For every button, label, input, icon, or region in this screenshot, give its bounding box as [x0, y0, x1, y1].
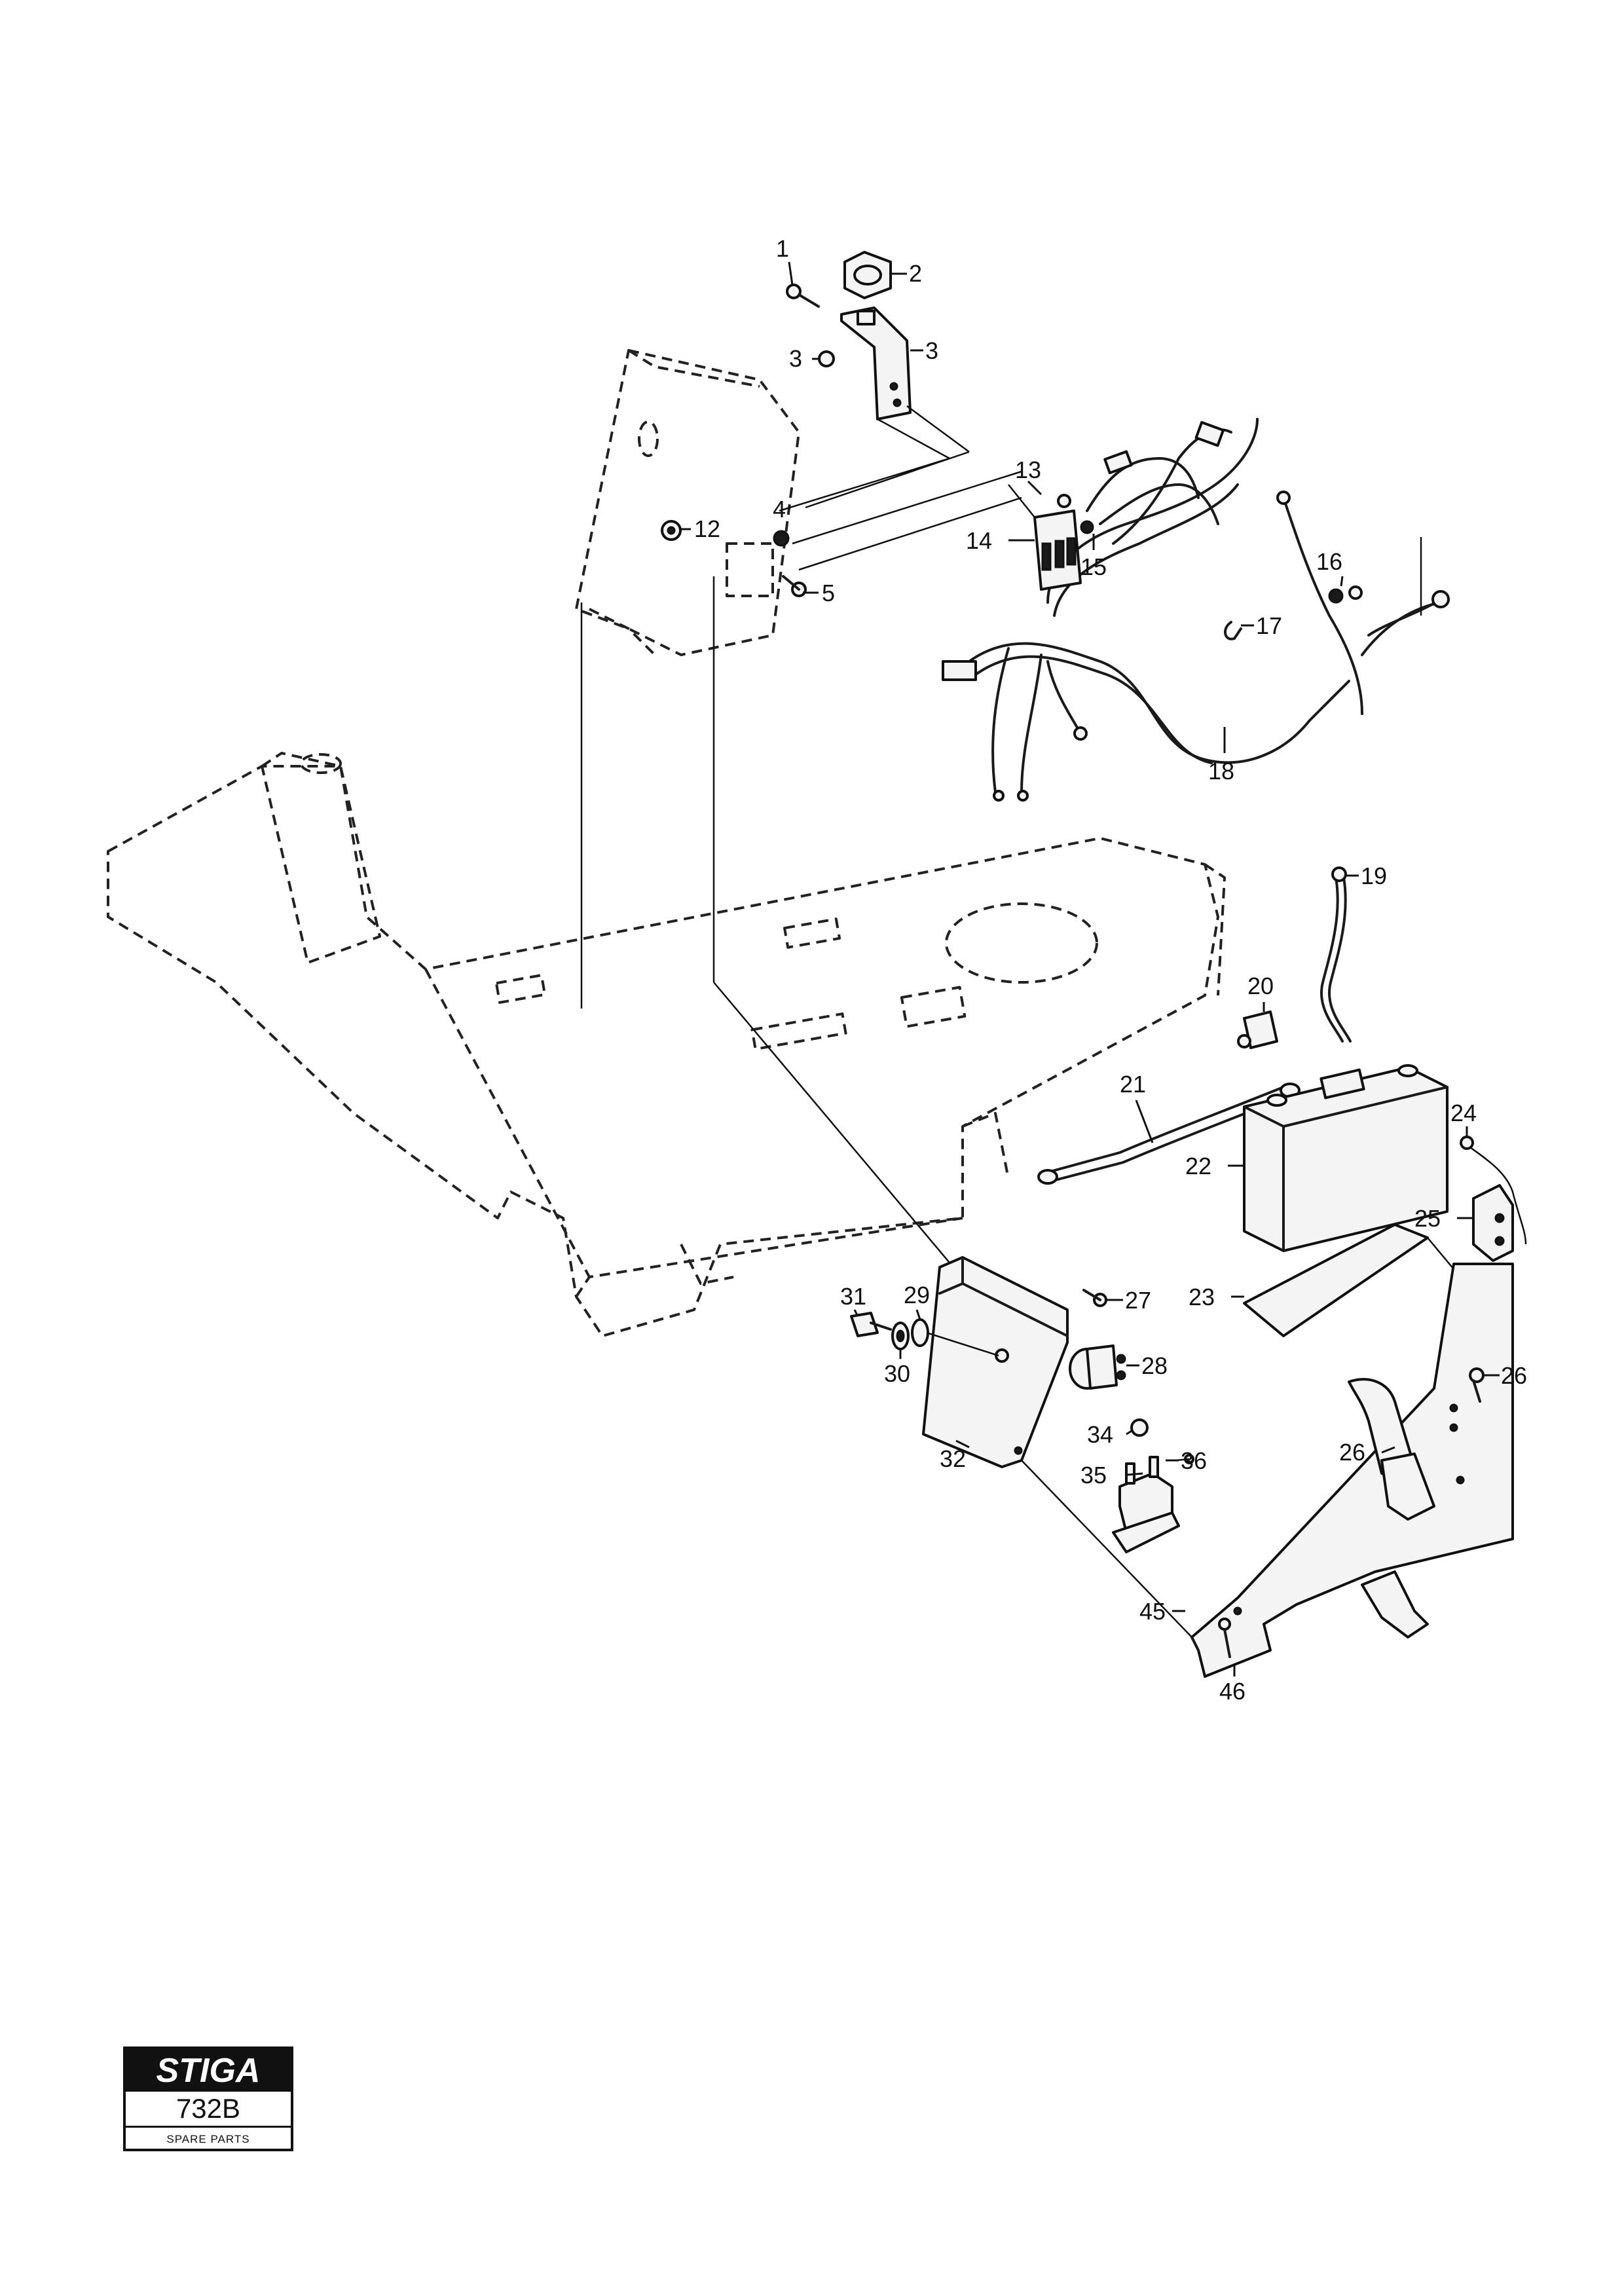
- callout-32: 26: [1339, 1439, 1365, 1466]
- callout-35: 15: [1080, 553, 1107, 580]
- part-relay-23: [1033, 509, 1082, 591]
- callout-21: 45: [1139, 1598, 1166, 1625]
- callout-16: 32: [940, 1445, 966, 1472]
- callout-5: 1: [776, 235, 789, 262]
- callout-12: 17: [1256, 612, 1282, 639]
- callout-28: 12: [694, 515, 720, 542]
- callout-30: 22: [1185, 1153, 1211, 1179]
- part-nut-34: [1057, 494, 1071, 508]
- callout-23: 14: [966, 527, 992, 554]
- part-nut-18: [911, 1318, 929, 1347]
- part-nut-3: [818, 350, 835, 367]
- callout-46: 24: [1450, 1100, 1477, 1126]
- callout-19: 30: [884, 1360, 910, 1387]
- callout-1: 3: [925, 337, 938, 364]
- callout-26: 36: [1181, 1447, 1207, 1474]
- part-screw-29: [1082, 1289, 1107, 1307]
- chassis-frame: [107, 349, 1226, 1337]
- part-washer-19: [891, 1322, 910, 1350]
- callout-15: 20: [1247, 972, 1274, 999]
- callout-3: 3: [789, 345, 802, 372]
- part-nut-36: [1328, 585, 1363, 604]
- part-wiring-harness: [942, 418, 1450, 802]
- model-plate: STIGA 732B SPARE PARTS: [123, 2046, 293, 2151]
- part-cable-13: [1320, 866, 1352, 1043]
- callout-45: 25: [1414, 1205, 1441, 1232]
- callout-22: 18: [1208, 758, 1234, 785]
- part-clip-12: [1224, 621, 1242, 640]
- part-nut-3b: [773, 530, 790, 547]
- callout-13: 19: [1361, 862, 1387, 889]
- part-nut-35: [1080, 520, 1094, 534]
- callout-36: 16: [1316, 548, 1342, 575]
- part-switch: [843, 251, 892, 299]
- callout-24: 35: [1080, 1462, 1107, 1489]
- callout-26b: 46: [1219, 1678, 1246, 1705]
- part-clamp-45: [1472, 1184, 1514, 1262]
- part-panel-21: [1190, 1263, 1514, 1678]
- callout-29: 27: [1125, 1287, 1151, 1314]
- logo-wordmark: STIGA: [157, 2052, 261, 2090]
- part-fuse-15: [1237, 1010, 1278, 1049]
- part-bolt-2: [782, 575, 807, 597]
- part-grommet-28: [661, 520, 682, 541]
- part-bracket: [840, 306, 970, 460]
- callout-34: 13: [1015, 456, 1041, 483]
- part-screw-27: [1469, 1367, 1485, 1403]
- part-battery-30: [1243, 1064, 1449, 1252]
- part-key-switch-17: [1069, 1344, 1126, 1390]
- callout-4: 2: [909, 260, 922, 287]
- part-screw-5: [786, 284, 820, 308]
- callout-2: 5: [822, 580, 835, 606]
- callout-labels: 1 2 3 3 4 5 12 13 14 15 16 17 18 19 20 2…: [694, 235, 1527, 1705]
- part-solenoid-24: [1112, 1418, 1180, 1553]
- part-box-16: [922, 1256, 1192, 1638]
- part-key-20: [850, 1312, 892, 1337]
- stiga-logo: STIGA: [126, 2049, 291, 2090]
- callout-leaders: [681, 261, 1500, 1676]
- callout-18: 29: [904, 1282, 930, 1308]
- callout-27: 26: [1501, 1362, 1527, 1389]
- spare-parts-caption: SPARE PARTS: [166, 2133, 250, 2145]
- callout-17: 28: [1141, 1352, 1168, 1379]
- callout-25: 34: [1087, 1421, 1113, 1448]
- callout-3b: 4: [773, 496, 786, 523]
- part-screw-46: [1460, 1136, 1527, 1245]
- model-number: 732B: [126, 2090, 291, 2128]
- callout-20: 31: [840, 1283, 866, 1310]
- callout-31: 23: [1189, 1284, 1215, 1310]
- callout-14: 21: [1120, 1071, 1146, 1098]
